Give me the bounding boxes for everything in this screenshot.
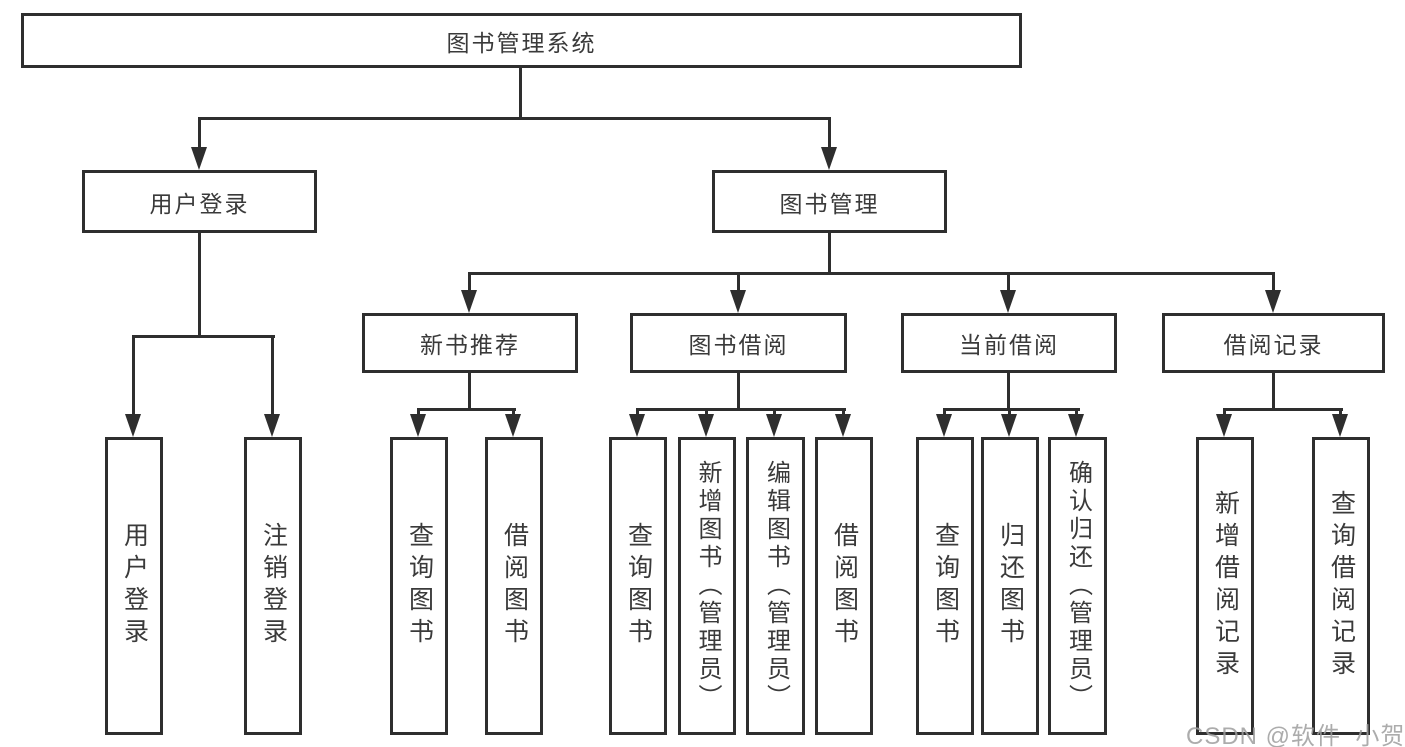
leaf-add-borrow-record-label: 新增借阅记录	[1211, 490, 1240, 682]
leaf-borrow-book-1: 借阅图书	[485, 437, 543, 735]
arrowhead-return-book	[1001, 414, 1017, 437]
leaf-query-book-1: 查询图书	[390, 437, 448, 735]
leaf-logout: 注销登录	[244, 437, 302, 735]
node-user-login-label: 用户登录	[149, 190, 250, 217]
csdn-watermark: CSDN @软件_小贺同学	[1186, 723, 1405, 747]
arrowhead-query-book-2	[629, 414, 645, 437]
arrowhead-query-book-1	[410, 414, 426, 437]
connector-drop-new-book	[468, 272, 471, 294]
connector-book-borrow-hbar	[636, 408, 846, 411]
arrowhead-leaf-user-login	[125, 414, 141, 437]
node-book-management-label: 图书管理	[779, 190, 880, 217]
leaf-confirm-return-admin-label: 确认归还（管理员）	[1064, 460, 1092, 712]
leaf-logout-label: 注销登录	[259, 522, 288, 650]
arrowhead-confirm-return	[1068, 414, 1084, 437]
connector-level3-hbar	[468, 272, 1275, 275]
node-borrow-records: 借阅记录	[1162, 313, 1385, 373]
leaf-edit-book-admin: 编辑图书（管理员）	[746, 437, 805, 735]
arrowhead-book-management	[821, 147, 837, 170]
arrowhead-borrow-book-2	[835, 414, 851, 437]
node-book-borrow-label: 图书借阅	[688, 332, 789, 358]
leaf-edit-book-admin-label: 编辑图书（管理员）	[762, 460, 790, 712]
node-book-borrow: 图书借阅	[630, 313, 847, 373]
arrowhead-add-book	[698, 414, 714, 437]
connector-drop-book-management	[828, 117, 831, 152]
leaf-return-book: 归还图书	[981, 437, 1039, 735]
leaf-query-book-3-label: 查询图书	[931, 522, 960, 650]
leaf-add-book-admin-label: 新增图书（管理员）	[694, 460, 721, 712]
node-current-borrow: 当前借阅	[901, 313, 1117, 373]
leaf-borrow-book-1-label: 借阅图书	[500, 522, 529, 650]
connector-borrow-records-hbar	[1223, 408, 1343, 411]
arrowhead-borrow-book-1	[505, 414, 521, 437]
connector-root-trunk	[519, 68, 522, 120]
connector-user-login-hbar	[132, 335, 275, 338]
node-borrow-records-label: 借阅记录	[1223, 332, 1324, 358]
arrowhead-user-login	[191, 147, 207, 170]
arrowhead-query-book-3	[936, 414, 952, 437]
node-root: 图书管理系统	[21, 13, 1022, 68]
arrowhead-book-borrow	[730, 290, 746, 313]
connector-new-book-trunk	[468, 373, 471, 408]
leaf-add-book-admin: 新增图书（管理员）	[678, 437, 736, 735]
leaf-query-borrow-record: 查询借阅记录	[1312, 437, 1370, 735]
connector-drop-current-borrow	[1007, 272, 1010, 294]
connector-new-book-hbar	[417, 408, 516, 411]
leaf-return-book-label: 归还图书	[996, 522, 1025, 650]
connector-root-hbar	[198, 117, 831, 120]
connector-drop-leaf-user-login	[132, 335, 135, 416]
leaf-query-book-3: 查询图书	[916, 437, 974, 735]
arrowhead-query-record	[1332, 414, 1348, 437]
leaf-borrow-book-2: 借阅图书	[815, 437, 873, 735]
leaf-user-login: 用户登录	[105, 437, 163, 735]
arrowhead-add-record	[1216, 414, 1232, 437]
connector-current-borrow-trunk	[1007, 373, 1010, 408]
leaf-confirm-return-admin: 确认归还（管理员）	[1048, 437, 1107, 735]
leaf-query-book-2: 查询图书	[609, 437, 667, 735]
node-new-book-recommend: 新书推荐	[362, 313, 578, 373]
connector-book-borrow-trunk	[737, 373, 740, 408]
leaf-borrow-book-2-label: 借阅图书	[830, 522, 859, 650]
connector-drop-leaf-logout	[271, 335, 274, 416]
leaf-query-book-1-label: 查询图书	[405, 522, 434, 650]
leaf-user-login-label: 用户登录	[120, 522, 149, 650]
connector-book-management-trunk	[828, 233, 831, 272]
arrowhead-current-borrow	[1000, 290, 1016, 313]
connector-drop-book-borrow	[737, 272, 740, 294]
node-book-management: 图书管理	[712, 170, 947, 233]
arrowhead-edit-book	[766, 414, 782, 437]
node-root-label: 图书管理系统	[446, 29, 597, 56]
connector-drop-user-login	[198, 117, 201, 152]
arrowhead-borrow-records	[1265, 290, 1281, 313]
leaf-query-borrow-record-label: 查询借阅记录	[1327, 490, 1356, 682]
node-current-borrow-label: 当前借阅	[959, 332, 1059, 358]
arrowhead-leaf-logout	[264, 414, 280, 437]
leaf-add-borrow-record: 新增借阅记录	[1196, 437, 1254, 735]
connector-current-borrow-hbar	[943, 408, 1080, 411]
connector-borrow-records-trunk	[1272, 373, 1275, 408]
node-new-book-recommend-label: 新书推荐	[420, 332, 520, 358]
arrowhead-new-book	[461, 290, 477, 313]
node-user-login: 用户登录	[82, 170, 317, 233]
leaf-query-book-2-label: 查询图书	[624, 522, 653, 650]
connector-user-login-trunk	[198, 233, 201, 335]
connector-drop-borrow-records	[1272, 272, 1275, 294]
